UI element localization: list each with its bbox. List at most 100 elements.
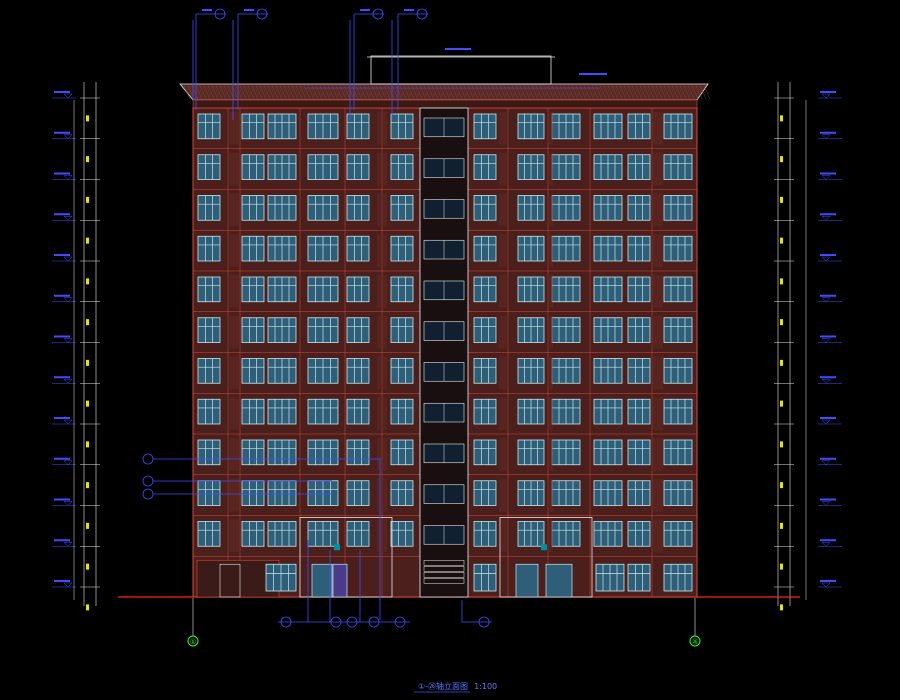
window bbox=[627, 398, 651, 425]
window bbox=[346, 521, 370, 547]
window bbox=[551, 235, 581, 262]
roof-hatch bbox=[631, 85, 639, 100]
window bbox=[197, 317, 221, 343]
roof-hatch bbox=[643, 85, 651, 100]
window bbox=[267, 195, 297, 221]
window bbox=[517, 521, 545, 547]
window-frame bbox=[241, 439, 265, 466]
callout-text-mark bbox=[244, 9, 254, 11]
window bbox=[627, 563, 651, 592]
window bbox=[517, 235, 545, 262]
callout-bubble bbox=[142, 453, 154, 465]
window bbox=[390, 195, 414, 221]
window-frame bbox=[241, 480, 265, 506]
level-text-mark bbox=[54, 91, 70, 93]
window bbox=[346, 195, 370, 221]
roof-hatch bbox=[287, 85, 295, 100]
roof-hatch bbox=[703, 85, 711, 100]
window bbox=[390, 317, 414, 343]
roof-hatch bbox=[687, 85, 695, 100]
roof-hatch bbox=[199, 85, 207, 100]
window-frame bbox=[197, 276, 221, 303]
window-frame bbox=[197, 398, 221, 425]
level-text-mark bbox=[820, 539, 836, 542]
window bbox=[551, 113, 581, 140]
dim-value-mark bbox=[780, 441, 783, 448]
callout-text-mark bbox=[202, 9, 212, 11]
callout-bubble bbox=[416, 8, 428, 20]
window bbox=[307, 317, 339, 343]
roof-hatch bbox=[679, 85, 687, 100]
roof-hatch bbox=[615, 85, 623, 100]
window bbox=[346, 317, 370, 343]
roof-hatch bbox=[299, 85, 307, 100]
level-text-mark bbox=[820, 335, 836, 338]
roof-hatch bbox=[215, 85, 223, 100]
roof-hatch bbox=[207, 85, 215, 100]
roof-hatch bbox=[295, 85, 303, 100]
window-frame bbox=[473, 276, 497, 303]
roof-hatch bbox=[691, 85, 699, 100]
window-frame bbox=[627, 195, 651, 221]
window bbox=[267, 480, 297, 506]
level-text-mark bbox=[820, 254, 836, 256]
level-mark-triangle bbox=[821, 460, 831, 466]
window-frame bbox=[346, 521, 370, 547]
window bbox=[473, 276, 497, 303]
window bbox=[517, 480, 545, 506]
level-text-mark bbox=[820, 172, 836, 175]
window bbox=[663, 480, 693, 506]
roof-hatch bbox=[647, 85, 655, 100]
window-frame bbox=[346, 317, 370, 343]
window bbox=[346, 154, 370, 180]
window-frame bbox=[241, 154, 265, 180]
window-frame bbox=[473, 317, 497, 343]
window bbox=[663, 154, 693, 180]
window-frame bbox=[473, 358, 497, 384]
roof-hatch bbox=[239, 85, 247, 100]
window bbox=[473, 113, 497, 140]
window bbox=[627, 276, 651, 303]
window bbox=[197, 521, 221, 547]
window-frame bbox=[197, 113, 221, 140]
roof-hatch bbox=[219, 85, 227, 100]
window bbox=[627, 480, 651, 506]
window-frame bbox=[346, 154, 370, 180]
stair-core bbox=[419, 107, 469, 598]
window bbox=[517, 439, 545, 466]
window bbox=[473, 439, 497, 466]
entrance-right-panel bbox=[545, 563, 573, 598]
roof-hatch bbox=[243, 85, 251, 100]
window bbox=[593, 154, 623, 180]
left-dimension-column bbox=[52, 82, 100, 611]
window bbox=[390, 358, 414, 384]
window bbox=[663, 235, 693, 262]
window bbox=[241, 154, 265, 180]
window bbox=[197, 358, 221, 384]
level-mark-triangle bbox=[821, 501, 831, 506]
window bbox=[517, 358, 545, 384]
level-mark-triangle bbox=[821, 542, 831, 547]
level-text-mark bbox=[54, 254, 70, 256]
window bbox=[627, 317, 651, 343]
building-facade bbox=[118, 55, 800, 598]
level-text-mark bbox=[54, 498, 70, 501]
window-frame bbox=[197, 439, 221, 466]
roof-hatch bbox=[263, 85, 271, 100]
dim-value-mark bbox=[86, 156, 89, 163]
window bbox=[473, 398, 497, 425]
level-mark-triangle bbox=[821, 216, 831, 221]
level-mark-triangle bbox=[63, 134, 73, 140]
window-frame bbox=[627, 480, 651, 506]
window bbox=[267, 521, 297, 547]
window bbox=[593, 113, 623, 140]
window bbox=[197, 195, 221, 221]
window-frame bbox=[627, 521, 651, 547]
dim-value-mark bbox=[86, 482, 89, 489]
roof-hatch bbox=[259, 85, 267, 100]
axis-bubble-right bbox=[689, 635, 701, 647]
roof-hatch bbox=[667, 85, 675, 100]
window-frame bbox=[197, 317, 221, 343]
window bbox=[307, 358, 339, 384]
